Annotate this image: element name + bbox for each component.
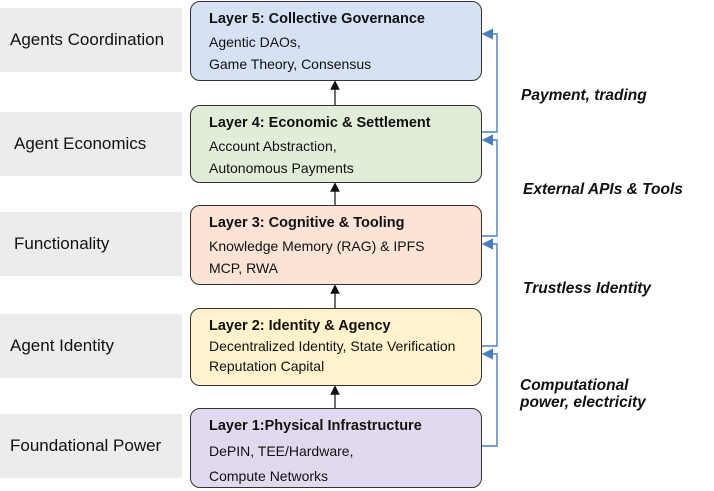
layer-1-box: Layer 1:Physical Infrastructure DePIN, T… bbox=[190, 408, 482, 488]
side-label-economics: Agent Economics bbox=[0, 112, 182, 176]
side-label-functionality: Functionality bbox=[0, 212, 182, 276]
layer-2-box: Layer 2: Identity & Agency Decentralized… bbox=[190, 308, 482, 386]
side-label-identity: Agent Identity bbox=[0, 314, 182, 378]
layer-3-desc: Knowledge Memory (RAG) & IPFS MCP, RWA bbox=[209, 238, 425, 276]
side-label-coordination: Agents Coordination bbox=[0, 8, 182, 72]
connector-layer3-to-layer4 bbox=[481, 134, 498, 237]
layer-1-desc: DePIN, TEE/Hardware, Compute Networks bbox=[209, 443, 354, 484]
layer-4-title: Layer 4: Economic & Settlement bbox=[209, 115, 431, 131]
layer-2-title: Layer 2: Identity & Agency bbox=[209, 318, 391, 334]
flow-label-trustless-identity: Trustless Identity bbox=[523, 280, 652, 297]
connector-layer4-to-layer5 bbox=[481, 28, 498, 133]
layer-5-title: Layer 5: Collective Governance bbox=[209, 11, 425, 27]
layer-1-title: Layer 1:Physical Infrastructure bbox=[209, 418, 422, 434]
flow-label-external-apis: External APIs & Tools bbox=[523, 181, 683, 198]
side-label-foundational: Foundational Power bbox=[0, 414, 182, 478]
connector-layer2-to-layer3 bbox=[481, 238, 498, 347]
flow-label-payment: Payment, trading bbox=[521, 87, 647, 104]
layer-5-box: Layer 5: Collective Governance Agentic D… bbox=[190, 1, 482, 81]
layer-4-box: Layer 4: Economic & Settlement Account A… bbox=[190, 105, 482, 183]
connector-layer1-to-layer2 bbox=[481, 348, 498, 447]
layer-3-title: Layer 3: Cognitive & Tooling bbox=[209, 215, 405, 231]
layer-3-box: Layer 3: Cognitive & Tooling Knowledge M… bbox=[190, 205, 482, 285]
layer-2-desc: Decentralized Identity, State Verificati… bbox=[209, 338, 456, 374]
layer-5-desc: Agentic DAOs, Game Theory, Consensus bbox=[209, 34, 372, 72]
flow-label-computational-power: Computational power, electricity bbox=[520, 377, 646, 411]
layer-4-desc: Account Abstraction, Autonomous Payments bbox=[209, 138, 354, 176]
